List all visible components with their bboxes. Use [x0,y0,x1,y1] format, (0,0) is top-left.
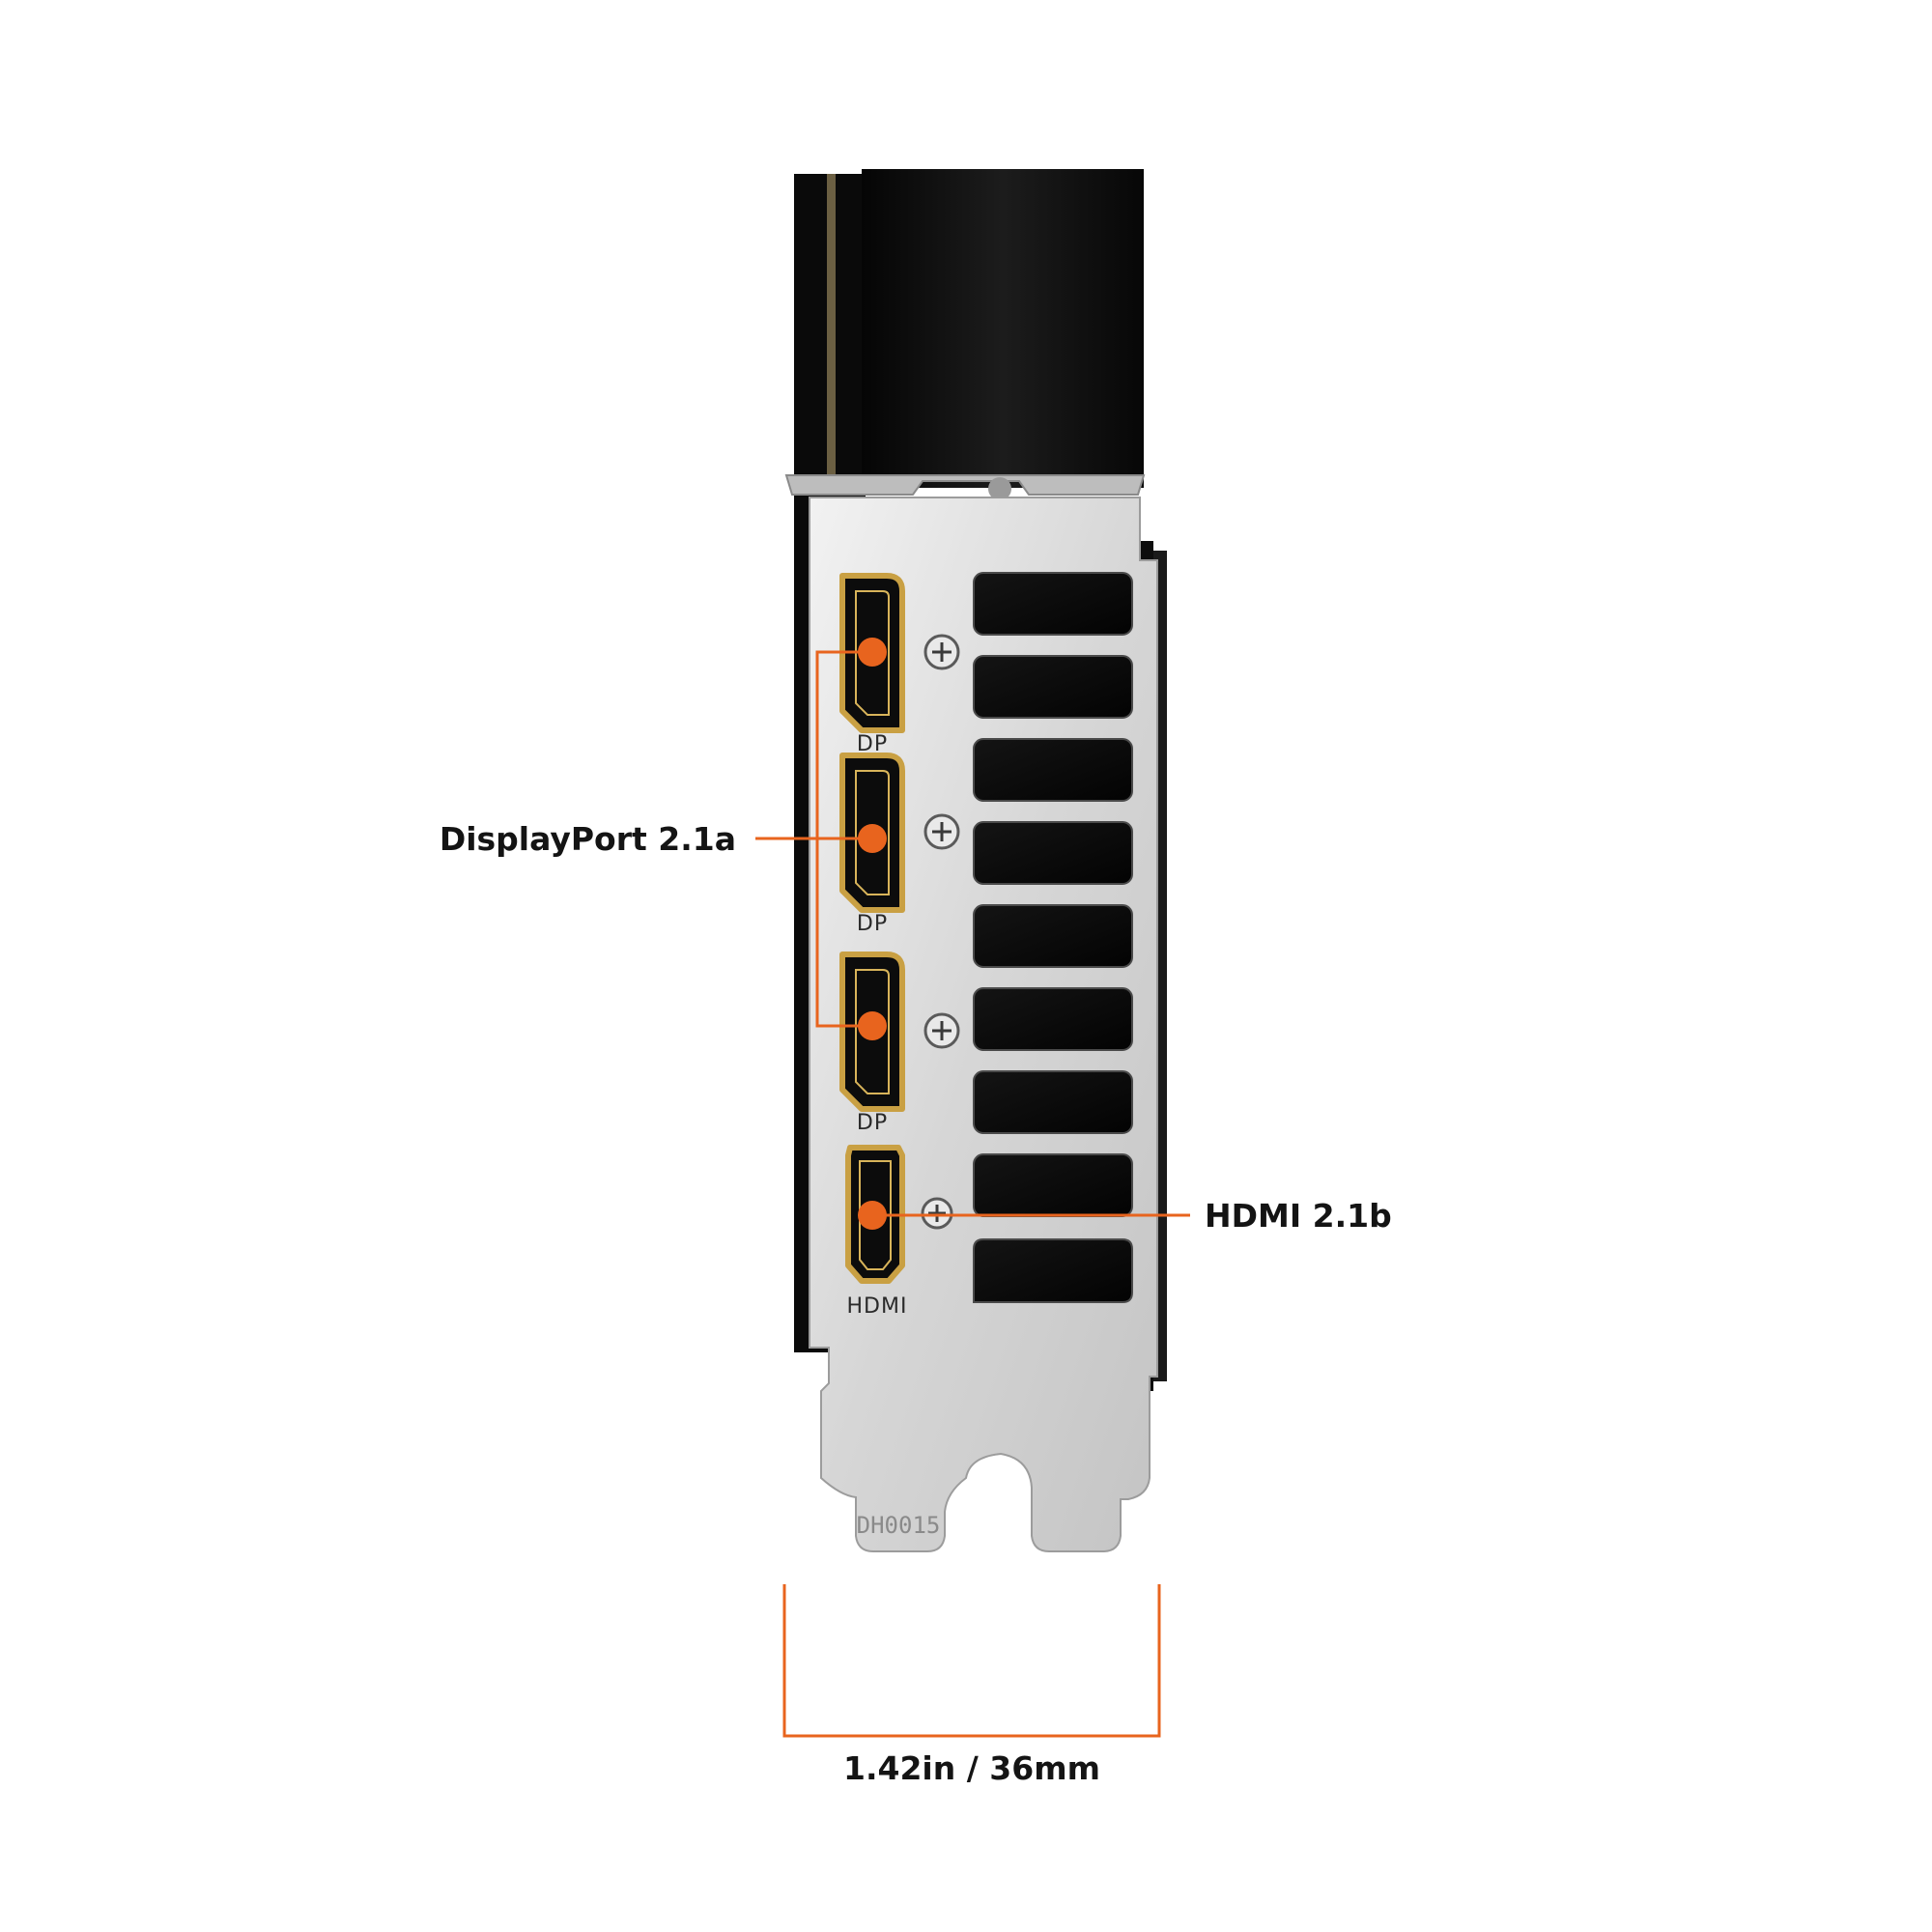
pcb-stripe [827,174,836,493]
displayport-callout: DisplayPort 2.1a [440,638,887,1040]
heatsink-fins [862,169,1144,488]
orange-dot-marker [858,1011,887,1040]
screw-icon [923,813,960,850]
vent-slots [973,572,1133,1303]
vent-slot [973,1238,1133,1303]
vent-slot [973,655,1133,719]
port-label-hdmi: HDMI [847,1294,908,1319]
orange-dot-marker [858,824,887,853]
dimension-line [782,1584,1161,1738]
vent-slot [973,904,1133,968]
vent-slot [973,1070,1133,1134]
vent-slot [973,738,1133,802]
vent-slot [973,987,1133,1051]
vent-slot [973,572,1133,636]
orange-dot-marker [858,638,887,667]
dimension-label: 1.42in / 36mm [843,1749,1100,1787]
screw-icon [923,1012,960,1049]
bracket-stamp: DH0015 [857,1512,941,1539]
screw-icon [923,634,960,670]
width-dimension: 1.42in / 36mm [782,1584,1161,1787]
screw-icon [921,1197,953,1230]
bracket-top-tab [784,474,1146,500]
displayport-label: DisplayPort 2.1a [440,820,736,858]
hdmi-callout: HDMI 2.1b [858,1197,1392,1235]
orange-dot-marker [858,1201,887,1230]
port-label-dp: DP [857,912,888,936]
vent-slot [973,821,1133,885]
vent-slot [973,1153,1133,1217]
port-label-dp: DP [857,732,888,756]
port-label-dp: DP [857,1111,888,1135]
hdmi-label: HDMI 2.1b [1205,1197,1392,1235]
